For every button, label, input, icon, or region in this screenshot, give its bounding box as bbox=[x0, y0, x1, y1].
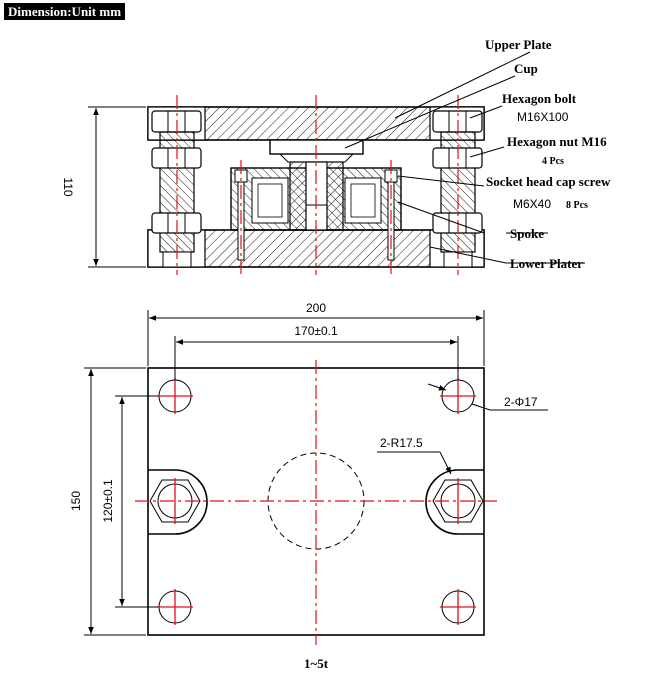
label-hexagon-bolt: Hexagon bolt bbox=[502, 91, 577, 106]
label-cup: Cup bbox=[514, 61, 538, 76]
label-hexagon-nut-qty: 4 Pcs bbox=[542, 156, 564, 167]
label-hexagon-bolt-spec: M16X100 bbox=[517, 110, 569, 124]
top-height-dimension: 150 bbox=[69, 491, 83, 511]
top-width-dimension: 200 bbox=[306, 301, 326, 315]
dimension-unit-badge: Dimension:Unit mm bbox=[4, 3, 126, 20]
label-socket-screw-spec: M6X40 bbox=[513, 197, 551, 211]
label-hexagon-nut: Hexagon nut M16 bbox=[507, 134, 607, 149]
hole-spacing-dimension: 170±0.1 bbox=[294, 324, 338, 338]
bolt-spacing-dimension: 120±0.1 bbox=[101, 479, 115, 523]
label-lower-plater: Lower Plater bbox=[510, 256, 583, 271]
label-socket-screw-qty: 8 Pcs bbox=[566, 200, 588, 211]
label-spoke: Spoke bbox=[510, 226, 544, 241]
side-view: 110 Upper Plate Cup Hexagon bolt M16X100… bbox=[61, 37, 611, 275]
label-upper-plate: Upper Plate bbox=[485, 37, 552, 52]
label-socket-head-cap-screw: Socket head cap screw bbox=[486, 174, 611, 189]
top-view: 200 170±0.1 150 120±0.1 2-Φ17 2-R17.5 bbox=[69, 301, 548, 645]
hole-diameter-callout: 2-Φ17 bbox=[504, 395, 538, 409]
radius-callout: 2-R17.5 bbox=[380, 436, 423, 450]
side-height-dimension: 110 bbox=[61, 177, 75, 196]
capacity-label: 1~5t bbox=[304, 656, 329, 671]
